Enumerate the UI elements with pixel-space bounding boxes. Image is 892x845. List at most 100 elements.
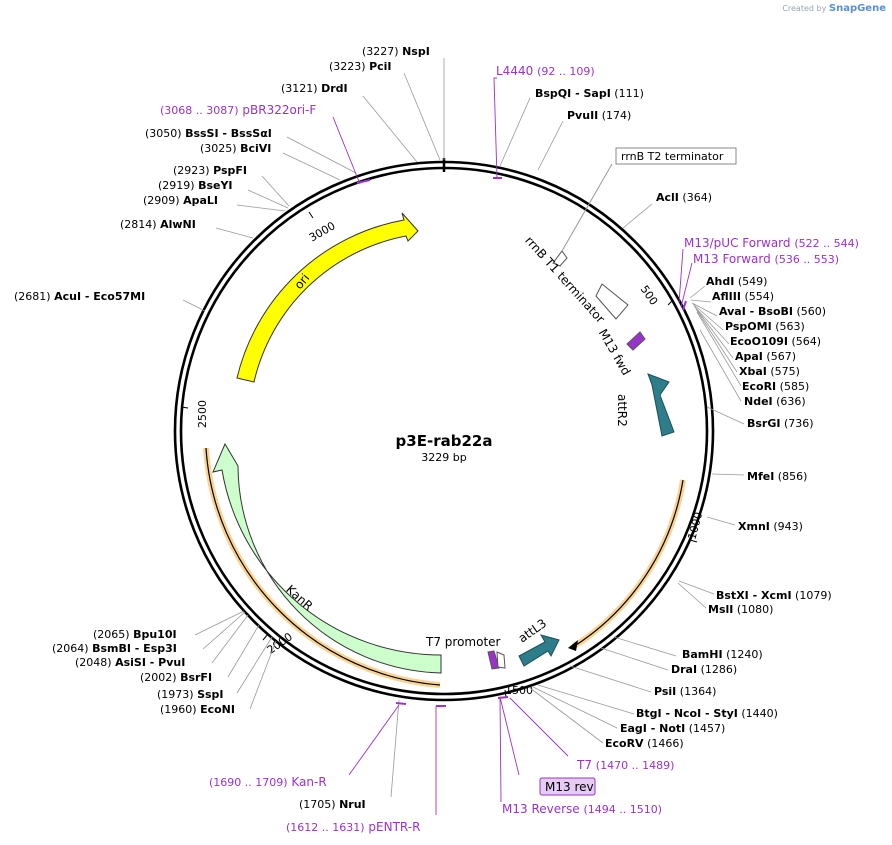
primer-l4440[interactable]: L4440 bbox=[496, 64, 533, 78]
svg-text:XmnI (943): XmnI (943) bbox=[738, 520, 803, 533]
site-psii-pos: (1364) bbox=[680, 685, 717, 698]
site-acui-pos: (2681) bbox=[14, 290, 51, 303]
primer-m13rev[interactable]: M13 rev bbox=[545, 780, 594, 794]
svg-text:AvaI - BsoBI (560): AvaI - BsoBI (560) bbox=[719, 305, 826, 318]
primer-m13-reverse[interactable]: M13 Reverse bbox=[502, 802, 580, 816]
site-ecori[interactable]: EcoRI bbox=[742, 380, 776, 393]
svg-text:M13 Forward (536 .. 553): M13 Forward (536 .. 553) bbox=[693, 252, 839, 266]
site-drai-pos: (1286) bbox=[701, 663, 738, 676]
site-ecoo109i-pos: (564) bbox=[792, 335, 822, 348]
svg-text:(2923) PspFI: (2923) PspFI bbox=[173, 164, 247, 177]
primer-pentr-r-range: (1612 .. 1631) bbox=[286, 821, 365, 834]
site-drdi[interactable]: DrdI bbox=[321, 82, 348, 95]
feature-m13fwd[interactable] bbox=[626, 331, 646, 351]
svg-text:AflIII (554): AflIII (554) bbox=[712, 290, 774, 303]
feature-ori[interactable] bbox=[236, 212, 419, 383]
site-xbai[interactable]: XbaI bbox=[739, 365, 767, 378]
svg-text:NdeI (636): NdeI (636) bbox=[744, 395, 806, 408]
feature-rrnb-t2-labelbox bbox=[615, 147, 737, 165]
site-apai[interactable]: ApaI bbox=[735, 350, 763, 363]
backbone-outer-ring bbox=[173, 160, 715, 702]
site-eagi[interactable]: EagI - NotI bbox=[620, 722, 685, 735]
svg-text:(3227) NspI: (3227) NspI bbox=[362, 45, 430, 58]
site-bsrgi[interactable]: BsrGI bbox=[747, 417, 780, 430]
primer-pentr-r[interactable]: pENTR-R bbox=[368, 820, 420, 834]
site-drai[interactable]: DraI bbox=[671, 663, 697, 676]
site-bspqi[interactable]: BspQI - SapI bbox=[535, 87, 611, 100]
site-pspfi-pos: (2923) bbox=[173, 164, 210, 177]
primer-m13-forward[interactable]: M13 Forward bbox=[693, 252, 771, 266]
site-ndei-pos: (636) bbox=[776, 395, 806, 408]
site-bstxi[interactable]: BstXI - XcmI bbox=[716, 589, 792, 602]
tick-1500: 1500 bbox=[505, 684, 533, 697]
svg-text:MfeI (856): MfeI (856) bbox=[747, 470, 807, 483]
svg-text:ApaI (567): ApaI (567) bbox=[735, 350, 796, 363]
site-pcii[interactable]: PciI bbox=[369, 60, 391, 73]
site-afliii[interactable]: AflIII bbox=[712, 290, 741, 303]
site-bspqi-pos: (111) bbox=[614, 87, 644, 100]
tick-3000: 3000 bbox=[307, 219, 338, 244]
site-acli[interactable]: AclI bbox=[656, 191, 679, 204]
site-nspi[interactable]: NspI bbox=[402, 45, 430, 58]
feature-kanr[interactable] bbox=[212, 442, 442, 674]
site-bamhi[interactable]: BamHI bbox=[682, 648, 723, 661]
features: ori KanR attR2 attL3 rrnB T2 terminator … bbox=[203, 147, 737, 688]
site-alwni[interactable]: AlwNI bbox=[160, 218, 196, 231]
primer-t7[interactable]: T7 bbox=[576, 758, 592, 772]
site-sspi[interactable]: SspI bbox=[197, 688, 223, 701]
site-bsrfi[interactable]: BsrFI bbox=[180, 671, 212, 684]
site-avai[interactable]: AvaI - BsoBI bbox=[719, 305, 793, 318]
site-bpu10i[interactable]: Bpu10I bbox=[133, 628, 177, 641]
feature-rrnb-t2[interactable] bbox=[552, 250, 568, 267]
svg-text:(2814) AlwNI: (2814) AlwNI bbox=[120, 218, 196, 231]
site-msli[interactable]: MslI bbox=[708, 603, 733, 616]
site-pspfi[interactable]: PspFI bbox=[213, 164, 247, 177]
site-bseyi[interactable]: BseYI bbox=[198, 179, 232, 192]
site-bstxi-pos: (1079) bbox=[795, 589, 832, 602]
site-psii[interactable]: PsiI bbox=[654, 685, 676, 698]
site-ahdi[interactable]: AhdI bbox=[706, 275, 734, 288]
site-pvuii[interactable]: PvuII bbox=[567, 109, 598, 122]
site-labels: (3227) NspI (3223) PciI (3121) DrdI (305… bbox=[14, 45, 832, 811]
site-pspomi[interactable]: PspOMI bbox=[725, 320, 772, 333]
site-avai-pos: (560) bbox=[797, 305, 827, 318]
feature-lac-operator bbox=[496, 651, 506, 669]
site-xmni[interactable]: XmnI bbox=[738, 520, 770, 533]
primer-labels: L4440 (92 .. 109) (3068 .. 3087) pBR322o… bbox=[160, 64, 859, 834]
site-ecori-pos: (585) bbox=[780, 380, 810, 393]
svg-text:MslI (1080): MslI (1080) bbox=[708, 603, 773, 616]
site-ecorv[interactable]: EcoRV bbox=[605, 737, 644, 750]
svg-text:(1690 .. 1709) Kan-R: (1690 .. 1709) Kan-R bbox=[209, 775, 327, 789]
site-econi[interactable]: EcoNI bbox=[200, 703, 235, 716]
feature-t7prom-label: T7 promoter bbox=[425, 635, 501, 649]
site-acui[interactable]: AcuI - Eco57MI bbox=[54, 290, 145, 303]
site-bcivi-pos: (3025) bbox=[200, 142, 237, 155]
site-btgi[interactable]: BtgI - NcoI - StyI bbox=[636, 707, 738, 720]
site-bsssi[interactable]: BssSI - BssSαI bbox=[185, 127, 272, 140]
primer-m13rev-box bbox=[539, 777, 596, 796]
feature-attl3[interactable] bbox=[518, 634, 560, 667]
site-ndei[interactable]: NdeI bbox=[744, 395, 773, 408]
feature-rrnb-t1[interactable] bbox=[595, 283, 629, 320]
feature-t7prom[interactable] bbox=[487, 650, 500, 670]
site-apali[interactable]: ApaLI bbox=[183, 194, 218, 207]
site-mfei[interactable]: MfeI bbox=[747, 470, 774, 483]
primer-m13-forward-range: (536 .. 553) bbox=[775, 253, 840, 266]
highlight-insert-arc-line bbox=[572, 479, 684, 648]
primer-m13puc-forward[interactable]: M13/pUC Forward bbox=[684, 236, 791, 250]
site-asisi[interactable]: AsiSI - PvuI bbox=[115, 656, 185, 669]
site-msli-pos: (1080) bbox=[737, 603, 774, 616]
site-ecoo109i[interactable]: EcoO109I bbox=[730, 335, 788, 348]
svg-text:(2002) BsrFI: (2002) BsrFI bbox=[140, 671, 212, 684]
primer-pbr322ori-f[interactable]: pBR322ori-F bbox=[242, 103, 316, 117]
primer-leaders bbox=[332, 77, 693, 815]
svg-text:PvuII (174): PvuII (174) bbox=[567, 109, 631, 122]
feature-m13fwd-label: M13 fwd bbox=[596, 327, 634, 378]
site-bseyi-pos: (2919) bbox=[158, 179, 195, 192]
site-nrui[interactable]: NruI bbox=[339, 798, 366, 811]
feature-attr2[interactable] bbox=[647, 373, 675, 437]
primer-kan-r[interactable]: Kan-R bbox=[291, 775, 326, 789]
site-bsmbi[interactable]: BsmBI - Esp3I bbox=[92, 642, 177, 655]
site-bcivi[interactable]: BciVI bbox=[240, 142, 271, 155]
